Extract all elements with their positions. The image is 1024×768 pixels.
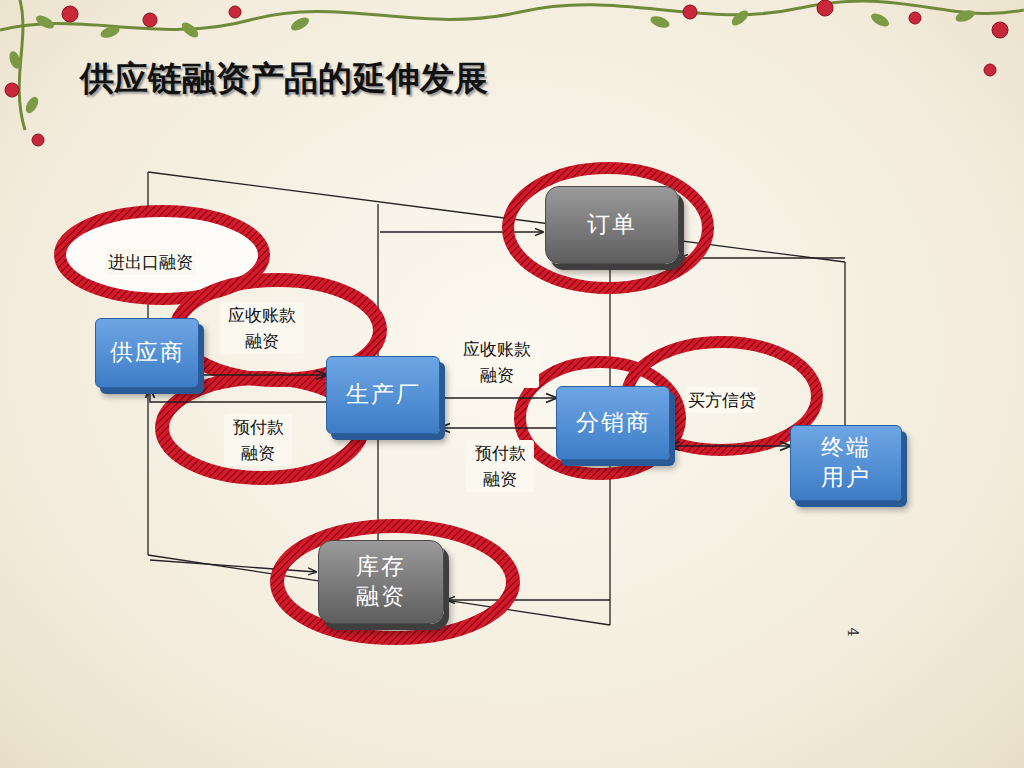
slide-title: 供应链融资产品的延伸发展 (80, 56, 488, 102)
node-label: 终端用户 (818, 433, 873, 493)
entity-box: 终端用户 (790, 425, 902, 501)
flow-arrow (199, 374, 326, 375)
node-label: 订单 (587, 210, 637, 240)
node-label: 生产厂 (346, 380, 421, 410)
financing-label: 应收账款融资 (455, 336, 539, 389)
flow-arrow (440, 427, 556, 428)
entity-box: 分销商 (556, 386, 670, 460)
node-label: 供应商 (110, 338, 185, 368)
node-label: 库存融资 (353, 552, 408, 612)
flow-arrow (440, 397, 556, 398)
financing-label: 买方信贷 (685, 387, 759, 413)
financing-label: 应收账款融资 (220, 302, 304, 355)
entity-box: 生产厂 (326, 356, 440, 434)
flow-arrow (150, 388, 326, 402)
page-number: 4 (845, 627, 861, 636)
highlight-ellipses (60, 168, 817, 638)
entity-box: 供应商 (95, 318, 199, 388)
product-box: 订单 (545, 186, 679, 264)
flow-arrow (670, 445, 790, 446)
floral-border (0, 0, 1024, 146)
financing-label: 进出口融资 (105, 249, 196, 275)
financing-label: 预付款融资 (466, 440, 533, 493)
node-label: 分销商 (576, 408, 651, 438)
financing-label: 预付款融资 (224, 414, 291, 467)
product-box: 库存融资 (318, 540, 444, 624)
